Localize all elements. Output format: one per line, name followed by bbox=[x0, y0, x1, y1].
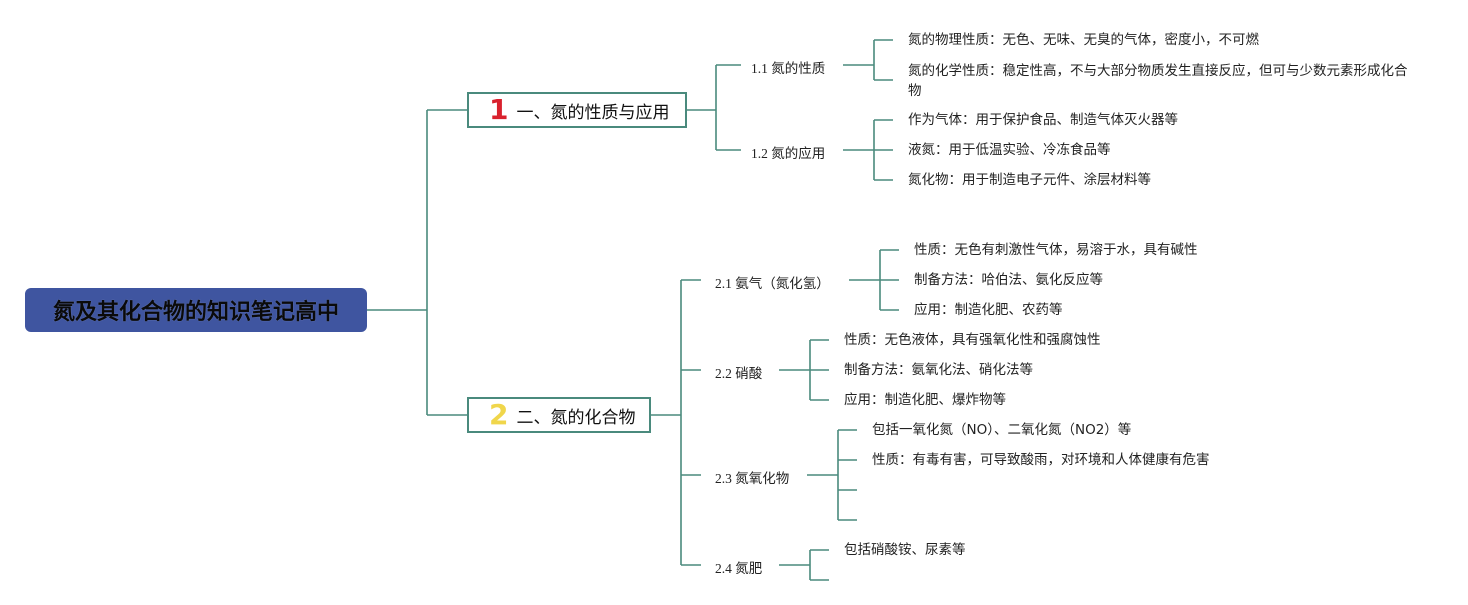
subtopic-node-2-2[interactable]: 2.2 硝酸 bbox=[715, 362, 762, 382]
leaf-node[interactable]: 应用：制造化肥、爆炸物等 bbox=[844, 392, 1006, 408]
subtopic-label: 2.4 氮肥 bbox=[715, 561, 763, 576]
number-one-icon: 1 bbox=[489, 93, 509, 126]
leaf-node[interactable]: 作为气体：用于保护食品、制造气体灭火器等 bbox=[908, 112, 1178, 128]
leaf-node[interactable]: 应用：制造化肥、农药等 bbox=[914, 302, 1063, 318]
subtopic-node-2-1[interactable]: 2.1 氨气（氮化氢） bbox=[715, 272, 830, 292]
leaf-node[interactable]: 制备方法：氨氧化法、硝化法等 bbox=[844, 362, 1033, 378]
root-title: 氮及其化合物的知识笔记高中 bbox=[52, 300, 339, 325]
subtopic-node-2-3[interactable]: 2.3 氮氧化物 bbox=[715, 467, 789, 487]
subtopic-label: 1.2 氮的应用 bbox=[751, 146, 826, 161]
subtopic-label: 2.2 硝酸 bbox=[715, 366, 763, 381]
subtopic-node-1-1[interactable]: 1.1 氮的性质 bbox=[751, 57, 825, 77]
root-node[interactable]: 氮及其化合物的知识笔记高中 bbox=[25, 288, 367, 332]
leaf-node[interactable]: 氮的化学性质：稳定性高，不与大部分物质发生直接反应，但可与少数元素形成化合物 bbox=[908, 63, 1408, 99]
branch-label: 二、氮的化合物 bbox=[516, 407, 636, 428]
branch-label: 一、氮的性质与应用 bbox=[516, 102, 670, 123]
subtopic-label: 1.1 氮的性质 bbox=[751, 61, 826, 76]
leaf-node[interactable]: 氮的物理性质：无色、无味、无臭的气体，密度小，不可燃 bbox=[908, 32, 1259, 48]
leaf-node[interactable]: 性质：有毒有害，可导致酸雨，对环境和人体健康有危害 bbox=[872, 452, 1210, 468]
subtopic-node-2-4[interactable]: 2.4 氮肥 bbox=[715, 557, 762, 577]
leaf-node[interactable]: 氮化物：用于制造电子元件、涂层材料等 bbox=[908, 172, 1151, 188]
number-two-icon: 2 bbox=[489, 398, 509, 431]
leaf-node[interactable]: 制备方法：哈伯法、氨化反应等 bbox=[914, 272, 1103, 288]
subtopic-node-1-2[interactable]: 1.2 氮的应用 bbox=[751, 142, 825, 162]
leaf-node[interactable]: 性质：无色液体，具有强氧化性和强腐蚀性 bbox=[844, 332, 1101, 348]
leaf-node[interactable]: 性质：无色有刺激性气体，易溶于水，具有碱性 bbox=[914, 242, 1198, 258]
branch-node-nitrogen-compounds[interactable]: 2 二、氮的化合物 bbox=[467, 397, 651, 433]
leaf-node[interactable]: 包括硝酸铵、尿素等 bbox=[844, 542, 966, 558]
leaf-node[interactable]: 液氮：用于低温实验、冷冻食品等 bbox=[908, 142, 1111, 158]
subtopic-label: 2.3 氮氧化物 bbox=[715, 471, 790, 486]
branch-node-nitrogen-properties[interactable]: 1 一、氮的性质与应用 bbox=[467, 92, 687, 128]
subtopic-label: 2.1 氨气（氮化氢） bbox=[715, 276, 830, 291]
leaf-node[interactable]: 包括一氧化氮（NO）、二氧化氮（NO2）等 bbox=[872, 422, 1132, 438]
